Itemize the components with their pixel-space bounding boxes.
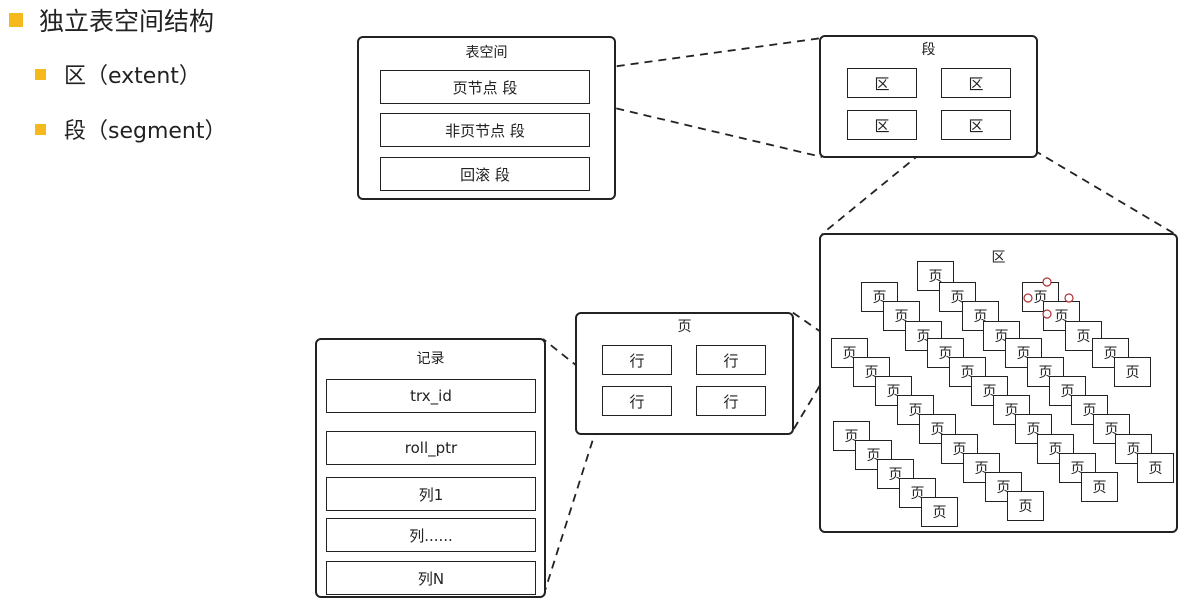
extent-box: 区 xyxy=(847,110,917,140)
selection-handles xyxy=(1023,277,1074,319)
handle-dot xyxy=(1042,309,1052,319)
bullet-extent-text: 区（extent） xyxy=(64,64,201,89)
segment-frame: 段 区 区 区 区 xyxy=(819,35,1038,158)
bullet-square-icon xyxy=(9,13,23,27)
page-box: 页 xyxy=(1065,321,1102,351)
handle-dot xyxy=(1023,293,1033,303)
page-box: 页 xyxy=(919,414,956,444)
handle-dot xyxy=(1064,293,1074,303)
row-box: 行 xyxy=(696,345,766,375)
bullet-square-icon xyxy=(35,68,46,80)
bullet-main-text: 独立表空间结构 xyxy=(39,7,215,36)
page-box: 页 xyxy=(921,497,958,527)
extent-box: 区 xyxy=(941,110,1011,140)
extent-frame: 区 页页页页页页页页页页页页页页页页页页页页页页页页页页页页页页页页页页页页页页… xyxy=(819,233,1178,533)
segment-title: 段 xyxy=(921,42,936,58)
page-box: 页 xyxy=(905,321,942,351)
page-title: 页 xyxy=(677,319,692,335)
connector-line xyxy=(542,338,602,386)
page-box: 页 xyxy=(1007,491,1044,521)
column-more-field: 列...... xyxy=(326,518,536,552)
bullet-extent: 区（extent） xyxy=(35,58,201,90)
page-box: 页 xyxy=(1081,472,1118,502)
bullet-segment-text: 段（segment） xyxy=(64,119,227,144)
page-frame: 页 行 行 行 行 xyxy=(575,312,794,435)
extent-title: 区 xyxy=(991,250,1006,266)
page-box: 页 xyxy=(971,376,1008,406)
connector-line xyxy=(542,413,602,598)
leaf-segment-box: 页节点 段 xyxy=(380,70,590,104)
page-box: 页 xyxy=(1114,357,1151,387)
bullet-main: 独立表空间结构 xyxy=(9,2,214,38)
column-1-field: 列1 xyxy=(326,477,536,511)
connector-line xyxy=(821,135,943,235)
nonleaf-segment-box: 非页节点 段 xyxy=(380,113,590,147)
extent-box: 区 xyxy=(941,68,1011,98)
record-title: 记录 xyxy=(416,351,445,367)
row-box: 行 xyxy=(602,345,672,375)
page-box: 页 xyxy=(927,338,964,368)
trx-id-field: trx_id xyxy=(326,379,536,413)
bullet-segment: 段（segment） xyxy=(35,113,227,145)
page-box: 页 xyxy=(1005,338,1042,368)
roll-ptr-field: roll_ptr xyxy=(326,431,536,465)
handle-dot xyxy=(1042,277,1052,287)
connector-line xyxy=(588,37,823,71)
extent-box: 区 xyxy=(847,68,917,98)
row-box: 行 xyxy=(602,386,672,416)
page-box: 页 xyxy=(1137,453,1174,483)
column-n-field: 列N xyxy=(326,561,536,595)
tablespace-frame: 表空间 页节点 段 非页节点 段 回滚 段 xyxy=(357,36,616,200)
tablespace-title: 表空间 xyxy=(465,45,508,61)
page-box: 页 xyxy=(983,321,1020,351)
row-box: 行 xyxy=(696,386,766,416)
connector-line xyxy=(588,101,823,158)
bullet-square-icon xyxy=(35,123,46,135)
rollback-segment-box: 回滚 段 xyxy=(380,157,590,191)
record-frame: 记录 trx_id roll_ptr 列1 列...... 列N xyxy=(315,338,546,598)
connector-line xyxy=(791,311,835,342)
